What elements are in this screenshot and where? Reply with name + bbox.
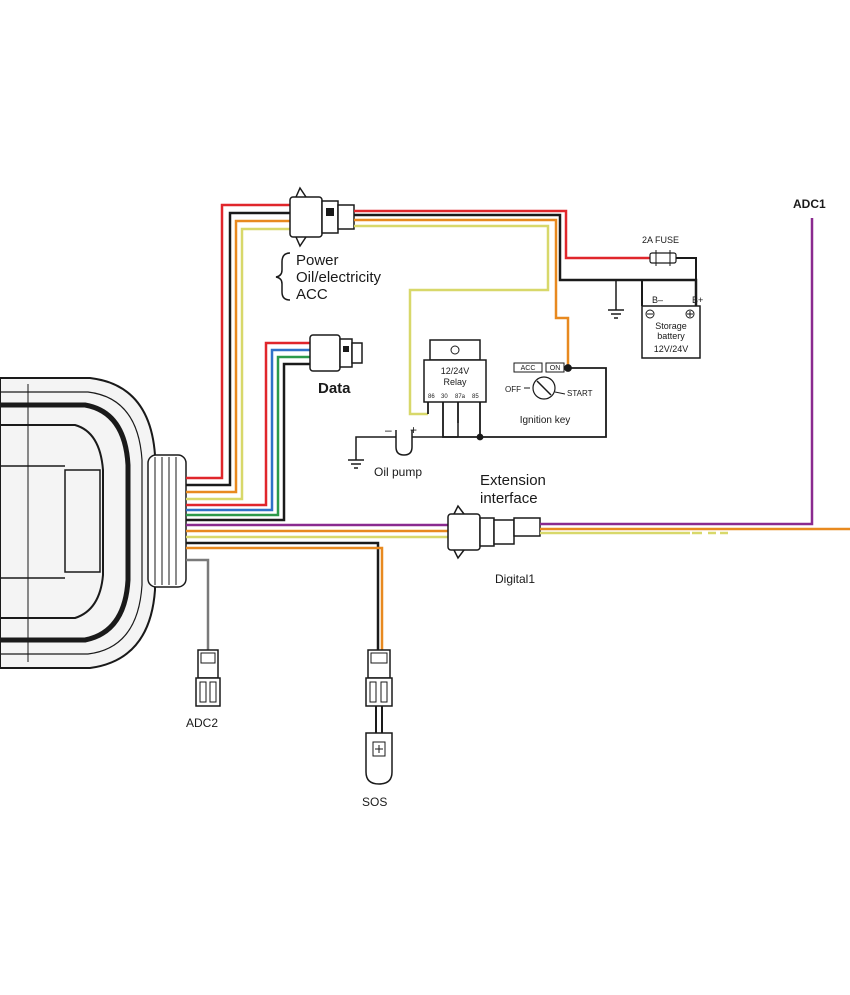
data-harness-wires bbox=[186, 341, 312, 522]
ignition-acc-label: ACC bbox=[521, 365, 536, 372]
relay-wiring bbox=[427, 364, 607, 441]
ignition-on-label: ON bbox=[550, 365, 561, 372]
sos-button-icon bbox=[365, 732, 393, 785]
battery-label: battery bbox=[657, 331, 685, 341]
oil-pump-plus: + bbox=[410, 423, 417, 437]
data-label: Data bbox=[318, 380, 351, 397]
oil-pump-minus: – bbox=[385, 423, 392, 437]
power-wire-labels: Power Oil/electricity ACC bbox=[275, 252, 382, 303]
sos-branch: SOS bbox=[186, 541, 393, 809]
oil-pump-icon bbox=[395, 430, 413, 456]
acc-label: ACC bbox=[296, 286, 328, 303]
storage-battery: B– B+ Storage battery 12V/24V bbox=[641, 280, 703, 359]
battery-minus-label: B– bbox=[652, 295, 663, 305]
relay-pin-30: 30 bbox=[441, 394, 448, 400]
digital1-label: Digital1 bbox=[495, 572, 535, 586]
relay-pin-86: 86 bbox=[428, 394, 435, 400]
power-harness-wires bbox=[186, 203, 292, 501]
relay-label: Relay bbox=[443, 377, 467, 387]
extension-connector: Extension interface Digital1 bbox=[447, 472, 546, 586]
relay-pin-85: 85 bbox=[472, 394, 479, 400]
adc1-label: ADC1 bbox=[793, 197, 826, 211]
power-label: Power bbox=[296, 252, 339, 269]
ignition-off-label: OFF bbox=[505, 385, 521, 394]
battery-plus-label: B+ bbox=[692, 295, 703, 305]
brace-icon bbox=[275, 252, 291, 301]
relay-voltage-label: 12/24V bbox=[441, 366, 470, 376]
fuse: 2A FUSE bbox=[642, 235, 697, 306]
data-connector: Data bbox=[309, 334, 363, 397]
gps-tracker-device bbox=[0, 377, 187, 669]
ignition-start-label: START bbox=[567, 389, 593, 398]
extension-label-line2: interface bbox=[480, 490, 538, 507]
extension-harness-wires bbox=[186, 523, 450, 539]
power-connector bbox=[289, 186, 355, 248]
ignition-key: ACC ON OFF START Ignition key bbox=[505, 362, 593, 426]
sos-label: SOS bbox=[362, 795, 387, 809]
oil-pump: – + Oil pump bbox=[348, 423, 459, 479]
adc2-label: ADC2 bbox=[186, 716, 218, 730]
adc2-branch: ADC2 bbox=[186, 558, 221, 730]
oil-pump-label: Oil pump bbox=[374, 465, 422, 479]
fuse-label: 2A FUSE bbox=[642, 235, 679, 245]
relay: 12/24V Relay 86 30 87a 85 bbox=[423, 339, 487, 403]
oil-electricity-label: Oil/electricity bbox=[296, 269, 382, 286]
battery-voltage-label: 12V/24V bbox=[654, 344, 689, 354]
ground-symbol-battery bbox=[608, 280, 624, 319]
storage-label: Storage bbox=[655, 321, 687, 331]
relay-pin-87a: 87a bbox=[455, 394, 466, 400]
ignition-key-label: Ignition key bbox=[520, 415, 571, 426]
extension-output-wires bbox=[540, 218, 850, 535]
extension-label-line1: Extension bbox=[480, 472, 546, 489]
